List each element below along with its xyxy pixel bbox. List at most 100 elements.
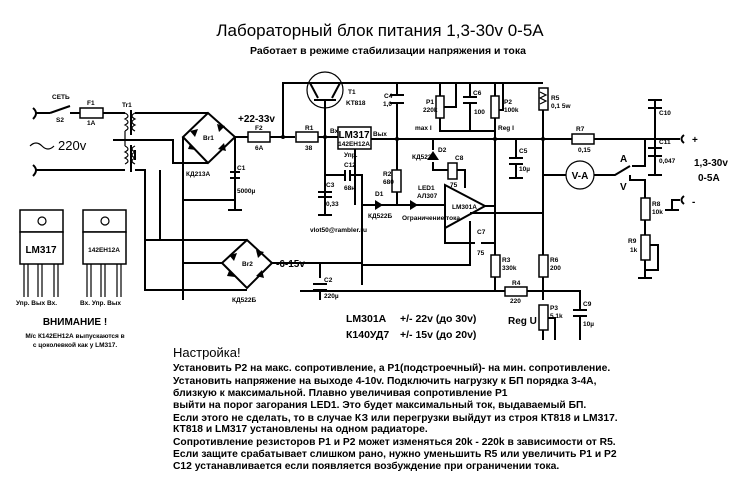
r3-label: R3 — [502, 257, 511, 264]
warning-line-1: М/с К142ЕН12А выпускаются в — [25, 333, 124, 340]
led1-note: Ограничение тока — [402, 215, 460, 222]
c6-value: 100 — [474, 109, 485, 116]
c10-label: C10 — [659, 110, 671, 117]
setup-instructions: Установить P2 на макс. сопротивление, а … — [173, 363, 618, 472]
author-email: vlot50@rambler.ru — [310, 227, 367, 234]
opamp-label: LM301A — [452, 204, 477, 211]
c11-label: C11 — [659, 139, 671, 146]
meter-label: V-A — [572, 171, 589, 182]
p2-value: 100k — [504, 107, 519, 114]
c9-label: C9 — [583, 301, 592, 308]
r9-label: R9 — [628, 238, 637, 245]
resistor-r8 — [640, 197, 651, 221]
setup-line: Если защите срабатывает слишком рано, ну… — [173, 448, 617, 460]
output-minus-terminal[interactable]: - — [692, 197, 695, 208]
setup-line: Сопротивление резисторов P1 и P2 может и… — [173, 437, 616, 448]
chip1-label: LM317 — [25, 245, 57, 256]
bridge-br1-part: КД213А — [186, 171, 210, 178]
d1-label: D1 — [375, 191, 384, 198]
r5-label: R5 — [551, 95, 560, 102]
transistor-t1: T1 KT818 — [306, 71, 366, 137]
potentiometer-p2[interactable] — [490, 95, 500, 119]
reg-u-label: Reg U — [508, 316, 537, 327]
switch-label: СЕТЬ — [52, 94, 70, 101]
output-current-range: 0-5A — [698, 173, 720, 184]
chip2-label: 142ЕН12А — [88, 247, 120, 254]
r4-label: R4 — [512, 280, 521, 287]
capacitor-c8 — [447, 162, 458, 180]
c2-label: C2 — [324, 277, 333, 284]
switch-ref: S2 — [56, 117, 64, 124]
pinout-chip2: 142ЕН12А Вх. Упр. Вых — [80, 209, 127, 307]
page-title: Лабораторный блок питания 1,3-30v 0-5A — [216, 21, 544, 40]
transformer-tr1: Tr1 — [113, 102, 247, 241]
ac-tilde-icon — [29, 142, 55, 150]
r3-value: 330k — [502, 265, 517, 272]
led1-label: LED1 — [418, 185, 435, 192]
setup-heading: Настройка! — [173, 345, 241, 360]
max-i-label: max I — [415, 125, 432, 132]
r1-value: 38 — [305, 145, 313, 152]
bridge-br2-label: Br2 — [242, 261, 253, 268]
c8-label: C8 — [455, 155, 464, 162]
c3-label: C3 — [326, 182, 335, 189]
c12-value: 68н — [344, 185, 355, 192]
resistor-r6 — [538, 254, 549, 278]
regulator-pin-out: Вых — [373, 131, 387, 138]
p3-label: P3 — [550, 305, 558, 312]
c1-label: C1 — [237, 165, 246, 172]
resistor-r5 — [538, 87, 549, 111]
resistor-r3 — [490, 254, 501, 278]
regulator-lm317: LM317 142ЕН12А Вх Вых Упр. — [330, 126, 387, 159]
potentiometer-r9[interactable] — [640, 234, 651, 261]
mains-input: СЕТЬ S2 F1 1A 220v — [29, 94, 125, 177]
regulator-part: LM317 — [338, 130, 370, 141]
c2-value: 220µ — [324, 293, 339, 300]
fuse-f2 — [247, 131, 271, 143]
bridge-br1: Br1 КД213А C1 5000µ +22-33v F2 6A — [181, 82, 543, 300]
r1-label: R1 — [305, 125, 314, 132]
c12-label: C12 — [344, 162, 356, 169]
c5-label: C5 — [519, 148, 528, 155]
c4-value: 1,0 — [383, 101, 392, 108]
transformer-label: Tr1 — [122, 102, 132, 109]
p1-label: P1 — [426, 99, 434, 106]
r8-label: R8 — [652, 201, 661, 208]
rail-negative-voltage: -6-15v — [276, 259, 305, 270]
c6-label: C6 — [473, 90, 482, 97]
bridge-br2-part: КД522Б — [232, 297, 256, 304]
mains-voltage: 220v — [58, 138, 87, 153]
setup-line: Если этого не сделать, то в случае КЗ ил… — [173, 413, 618, 424]
opamp-note-1-value: +/- 22v (до 30v) — [400, 313, 476, 325]
t1-label: T1 — [348, 89, 356, 96]
r6-label: R6 — [550, 257, 559, 264]
p2-label: P2 — [504, 99, 512, 106]
r6-value: 200 — [550, 265, 561, 272]
regulator-pin-in: Вх — [330, 128, 339, 135]
c11-value: 0,047 — [659, 158, 676, 165]
setup-line: выйти на порог загорания LED1. Это будет… — [173, 399, 586, 411]
fuse-f1 — [79, 107, 104, 119]
chip1-pins: Упр. Вых Вх. — [16, 300, 57, 307]
c3-value: 0,33 — [326, 201, 339, 208]
c8-value: 75 — [450, 182, 458, 189]
bridge-br1-label: Br1 — [203, 135, 214, 142]
r4-value: 220 — [510, 298, 521, 305]
fuse-f1-label: F1 — [87, 100, 95, 107]
d2-value: КД522Б — [412, 154, 436, 161]
output-plus-terminal[interactable]: + — [692, 135, 698, 146]
c4-label: C4 — [384, 93, 393, 100]
potentiometer-p3[interactable] — [538, 304, 549, 331]
switch-a-label[interactable]: A — [620, 154, 627, 165]
c5-value: 10µ — [519, 166, 530, 173]
subtitle: Работает в режиме стабилизации напряжени… — [250, 45, 526, 57]
switch-v-label[interactable]: V — [620, 182, 627, 193]
c9-value: 10µ — [583, 321, 594, 328]
setup-line: Установить P2 на макс. сопротивление, а … — [173, 363, 610, 374]
reg-i-label: Reg I — [498, 125, 514, 132]
r7-label: R7 — [576, 126, 585, 133]
d1-value: КД522Б — [368, 213, 392, 220]
resistor-r4 — [504, 286, 528, 297]
resistor-r7 — [571, 133, 595, 145]
bridge-br2: Br2 КД522Б -6-15v C2 220µ — [144, 170, 362, 304]
